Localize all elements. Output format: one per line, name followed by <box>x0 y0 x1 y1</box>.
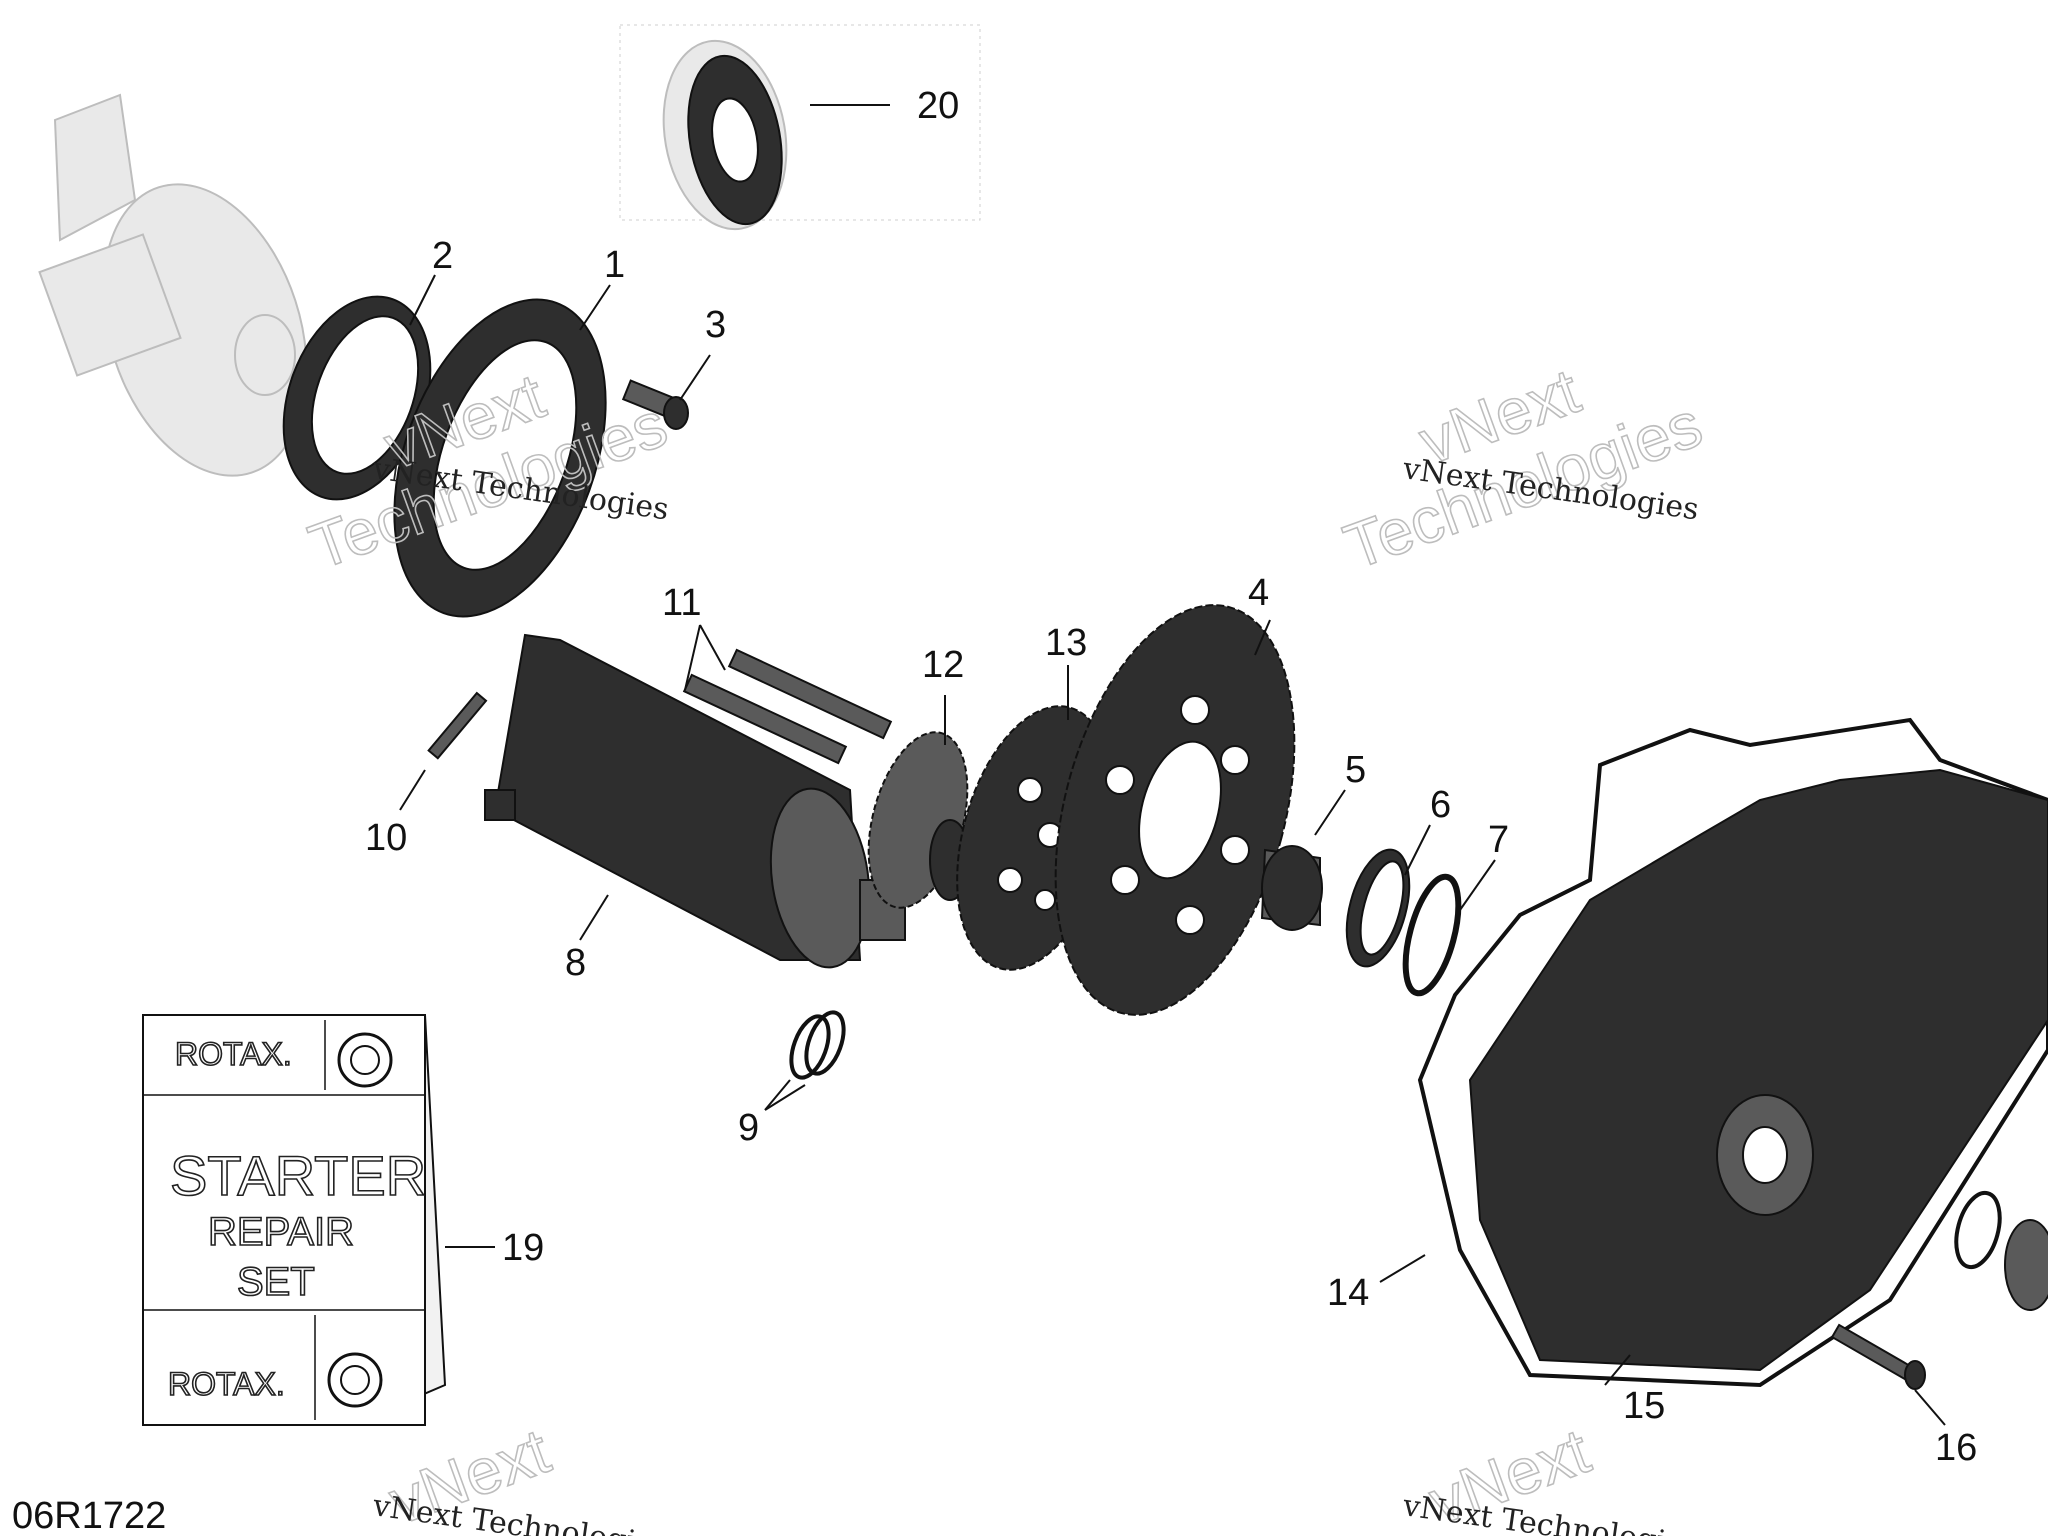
kit-subtitle-2: SET <box>237 1260 315 1304</box>
kit-logo-top-icon <box>337 1032 393 1088</box>
callout-12: 12 <box>922 644 964 686</box>
part-19-kit-card: ROTAX. STARTER REPAIR SET ROTAX. <box>142 1014 447 1426</box>
callout-8: 8 <box>565 942 586 984</box>
callout-15: 15 <box>1623 1385 1665 1427</box>
leader-lines <box>399 104 1946 1426</box>
part-2-ring <box>282 295 432 501</box>
ghost-sprocket-top <box>619 24 981 231</box>
callout-20: 20 <box>917 85 959 127</box>
part-1-flange <box>393 298 607 618</box>
part-12-small-gear <box>867 731 971 909</box>
ghost-flywheel-left <box>38 93 308 477</box>
kit-brand-top: ROTAX. <box>175 1036 292 1072</box>
diagram-code: 06R1722 <box>12 1495 166 1536</box>
part-15-cover <box>1468 768 2048 1372</box>
callout-10: 10 <box>365 817 407 859</box>
part-3-bolt <box>621 379 689 430</box>
part-4-large-gear <box>1054 604 1296 1016</box>
callout-4: 4 <box>1248 572 1269 614</box>
callout-2: 2 <box>432 235 453 277</box>
part-16-bolt <box>1830 1323 1926 1390</box>
callout-1: 1 <box>604 244 625 286</box>
part-10-screw <box>427 691 488 760</box>
callout-3: 3 <box>705 304 726 346</box>
callout-14: 14 <box>1327 1272 1369 1314</box>
callout-13: 13 <box>1045 622 1087 664</box>
callout-16: 16 <box>1935 1427 1977 1469</box>
callout-9: 9 <box>738 1107 759 1149</box>
callout-7: 7 <box>1488 819 1509 861</box>
part-6-washer <box>1345 848 1411 968</box>
part-9-o-rings <box>789 1010 846 1080</box>
right-edge-fitting <box>1954 1190 2048 1311</box>
callout-11: 11 <box>662 582 701 624</box>
callout-numbers: 20 2 1 3 11 4 12 13 5 6 7 10 8 9 19 14 1… <box>365 85 1977 1469</box>
part-7-circlip <box>1402 873 1462 997</box>
callout-5: 5 <box>1345 749 1366 791</box>
kit-subtitle-1: REPAIR <box>208 1210 354 1254</box>
kit-logo-top-inner-icon <box>350 1045 380 1075</box>
kit-brand-bottom: ROTAX. <box>168 1366 285 1402</box>
callout-6: 6 <box>1430 784 1451 826</box>
part-11-pins <box>682 648 893 765</box>
part-5-bushing <box>1260 845 1323 931</box>
part-14-gasket <box>1417 717 2048 1388</box>
kit-title: STARTER <box>170 1144 426 1207</box>
kit-logo-bottom-inner-icon <box>340 1365 370 1395</box>
callout-19: 19 <box>502 1227 544 1269</box>
kit-logo-bottom-icon <box>327 1352 383 1408</box>
